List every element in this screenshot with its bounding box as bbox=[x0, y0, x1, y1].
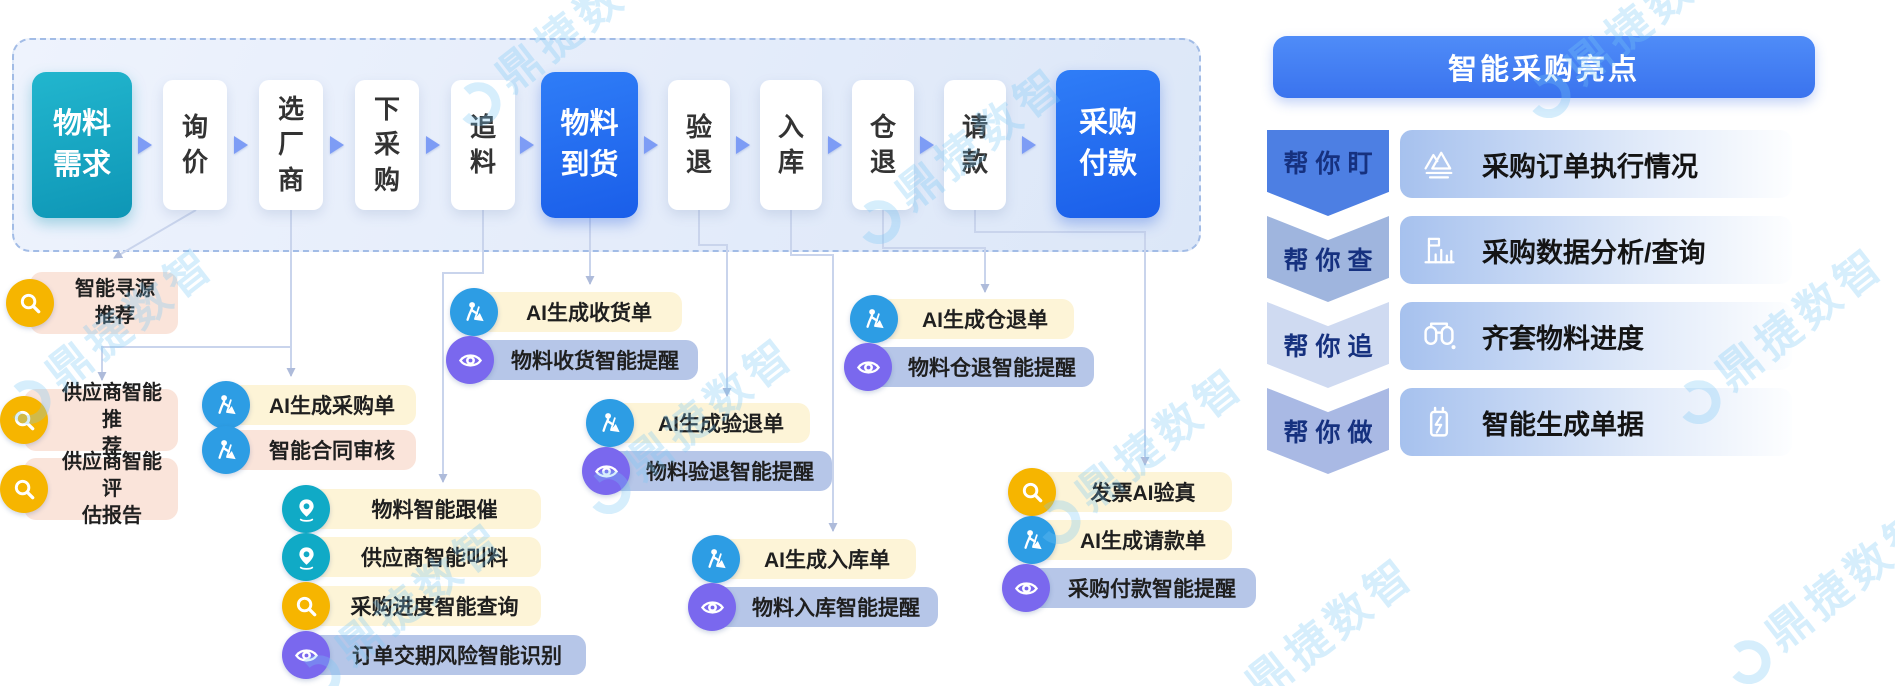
step-inquiry: 询价 bbox=[163, 80, 227, 210]
step-inspection-return: 验退 bbox=[668, 80, 730, 210]
callout-ai-generate-payment-request-note: AI生成请款单 bbox=[1008, 516, 1232, 564]
callout-material-receipt-smart-reminder: 物料收货智能提醒 bbox=[446, 336, 698, 384]
callout-ai-generate-receipt-note: AI生成收货单 bbox=[450, 288, 682, 336]
stage-help-you-do: 帮你做 bbox=[1267, 388, 1389, 474]
callout-order-delivery-risk-identification: 订单交期风险智能识别 bbox=[282, 631, 586, 679]
ai-worker-icon bbox=[202, 381, 250, 429]
ai-worker-icon bbox=[586, 399, 634, 447]
step-material-demand: 物料需求 bbox=[32, 72, 132, 218]
mountain-icon bbox=[1420, 145, 1458, 183]
flow-arrow-icon bbox=[736, 136, 750, 154]
highlight-smart-generate-documents: 智能生成单据 bbox=[1400, 388, 1792, 456]
flow-arrow-icon bbox=[828, 136, 842, 154]
ai-worker-icon bbox=[202, 426, 250, 474]
flow-arrow-icon bbox=[234, 136, 248, 154]
callout-smart-sourcing-recommendation: 智能寻源 推荐 bbox=[6, 272, 178, 334]
callout-material-inspection-return-reminder: 物料验退智能提醒 bbox=[582, 447, 832, 495]
step-place-purchase: 下采购 bbox=[355, 80, 419, 210]
search-icon bbox=[0, 396, 48, 444]
ai-worker-icon bbox=[450, 288, 498, 336]
highlight-purchase-data-analysis-query: 采购数据分析/查询 bbox=[1400, 216, 1792, 284]
step-warehouse-return: 仓退 bbox=[852, 80, 914, 210]
ai-worker-icon bbox=[1008, 516, 1056, 564]
step-purchase-payment: 采购付款 bbox=[1056, 70, 1160, 218]
ai-worker-icon bbox=[692, 535, 740, 583]
stage-help-you-watch: 帮你盯 bbox=[1267, 130, 1389, 216]
watermark: 鼎捷数智 bbox=[1707, 489, 1895, 686]
step-expedite-material: 追料 bbox=[451, 80, 515, 210]
analysis-chart-icon bbox=[1420, 231, 1458, 269]
flow-arrow-icon bbox=[138, 136, 152, 154]
callout-supplier-smart-evaluation-report: 供应商智能评 估报告 bbox=[0, 451, 178, 527]
binoculars-icon bbox=[1420, 317, 1458, 355]
location-pin-icon bbox=[282, 533, 330, 581]
callout-ai-generate-warehouse-in-note: AI生成入库单 bbox=[692, 535, 916, 583]
step-material-arrival: 物料到货 bbox=[541, 72, 638, 218]
callout-ai-generate-inspection-return-note: AI生成验退单 bbox=[586, 399, 810, 447]
stage-help-you-chase: 帮你追 bbox=[1267, 302, 1389, 388]
callout-material-warehouse-in-reminder: 物料入库智能提醒 bbox=[688, 583, 938, 631]
eye-icon bbox=[446, 336, 494, 384]
step-payment-request: 请款 bbox=[944, 80, 1006, 210]
location-pin-icon bbox=[282, 485, 330, 533]
callout-purchase-payment-reminder: 采购付款智能提醒 bbox=[1002, 564, 1256, 612]
callout-material-warehouse-return-reminder: 物料仓退智能提醒 bbox=[844, 343, 1094, 391]
callout-supplier-smart-material-call: 供应商智能叫料 bbox=[282, 533, 541, 581]
highlights-title: 智能采购亮点 bbox=[1273, 36, 1815, 98]
search-icon bbox=[0, 465, 48, 513]
eye-icon bbox=[582, 447, 630, 495]
search-icon bbox=[6, 279, 54, 327]
battery-bolt-icon bbox=[1420, 403, 1458, 441]
flow-arrow-icon bbox=[330, 136, 344, 154]
eye-icon bbox=[1002, 564, 1050, 612]
callout-purchase-progress-smart-query: 采购进度智能查询 bbox=[282, 582, 541, 630]
flow-arrow-icon bbox=[1022, 136, 1036, 154]
flow-arrow-icon bbox=[520, 136, 534, 154]
eye-icon bbox=[282, 631, 330, 679]
callout-smart-contract-review: 智能合同审核 bbox=[202, 426, 416, 474]
ai-worker-icon bbox=[850, 295, 898, 343]
stage-help-you-query: 帮你查 bbox=[1267, 216, 1389, 302]
flow-arrow-icon bbox=[426, 136, 440, 154]
search-icon bbox=[1008, 468, 1056, 516]
flow-arrow-icon bbox=[920, 136, 934, 154]
highlight-po-execution-status: 采购订单执行情况 bbox=[1400, 130, 1792, 198]
highlight-kitting-material-progress: 齐套物料进度 bbox=[1400, 302, 1792, 370]
step-warehouse-in: 入库 bbox=[760, 80, 822, 210]
callout-ai-generate-warehouse-return-note: AI生成仓退单 bbox=[850, 295, 1074, 343]
watermark: 鼎捷数智 bbox=[1237, 548, 1425, 686]
callout-supplier-smart-recommendation: 供应商智能推 荐 bbox=[0, 382, 178, 458]
search-icon bbox=[282, 582, 330, 630]
callout-invoice-ai-verification: 发票AI验真 bbox=[1008, 468, 1232, 516]
callout-ai-generate-purchase-order: AI生成采购单 bbox=[202, 381, 416, 429]
eye-icon bbox=[688, 583, 736, 631]
eye-icon bbox=[844, 343, 892, 391]
step-select-vendor: 选厂商 bbox=[259, 80, 323, 210]
callout-material-smart-expedite: 物料智能跟催 bbox=[282, 485, 541, 533]
flow-arrow-icon bbox=[644, 136, 658, 154]
